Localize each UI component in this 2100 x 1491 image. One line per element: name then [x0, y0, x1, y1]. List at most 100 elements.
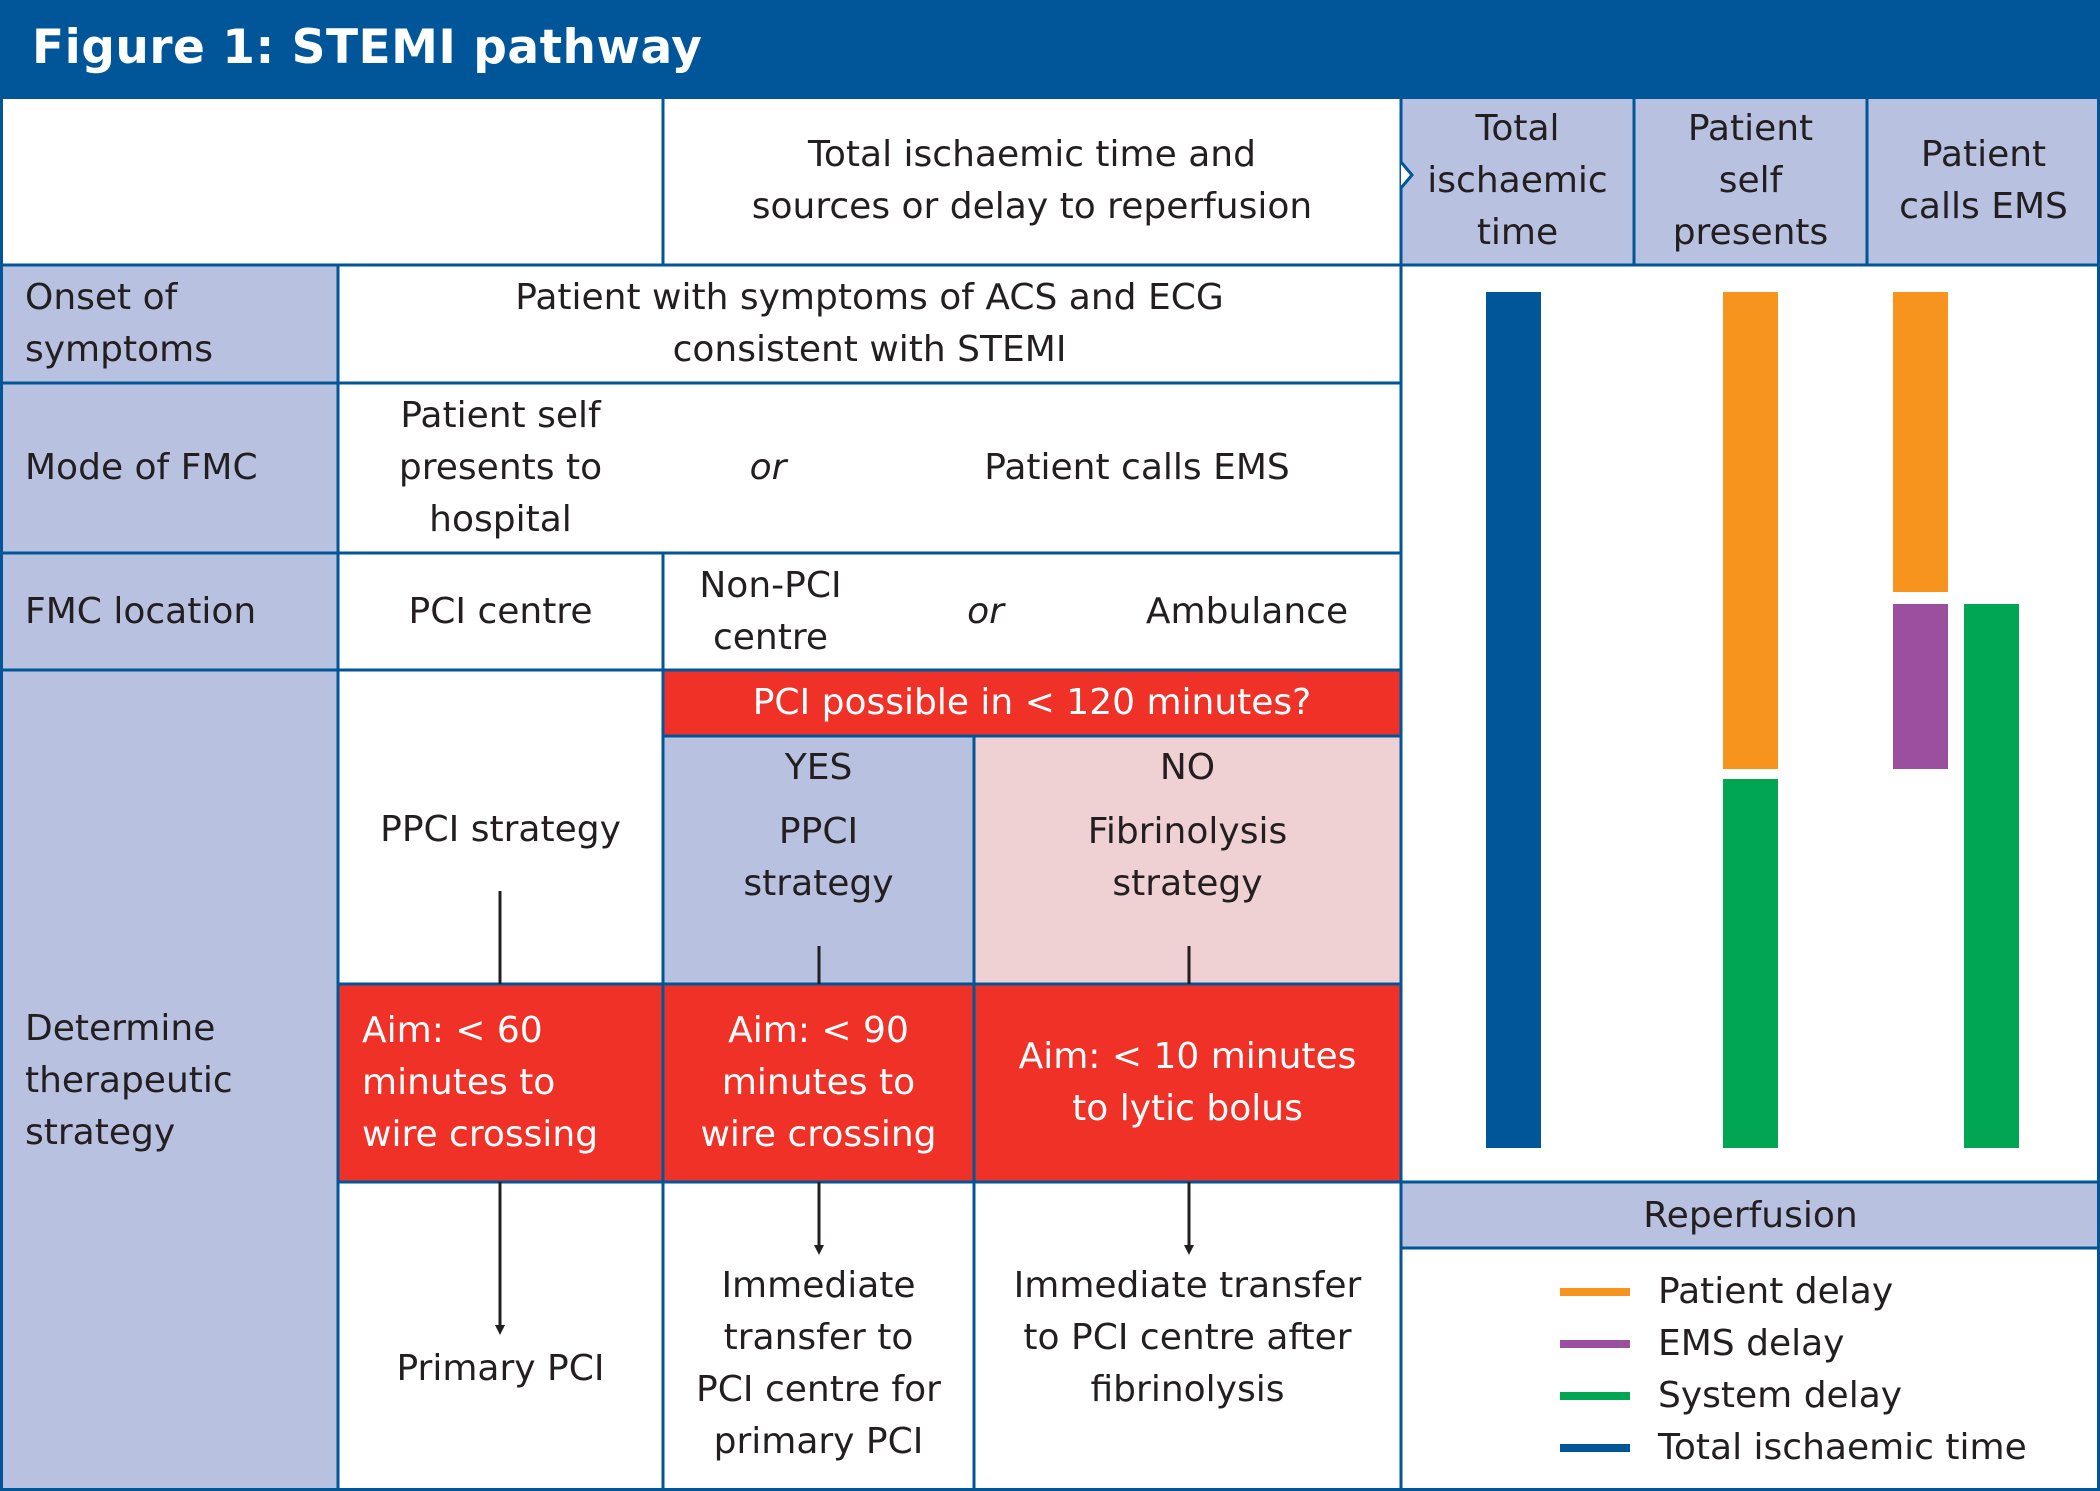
text-line: strategy [743, 863, 894, 904]
mode-or: or [663, 383, 873, 553]
location-ambulance: Ambulance [1093, 553, 1401, 670]
text-lines: Patient calls EMS [1899, 129, 2068, 233]
text-line: time [1476, 211, 1559, 253]
header-patient-calls-ems: Patient calls EMS [1867, 96, 2100, 265]
text-line: strategy [25, 1111, 176, 1153]
legend-swatch-patient-delay [1560, 1288, 1630, 1296]
text-line: Patient with symptoms of ACS and ECG [515, 277, 1224, 318]
text-line: transfer to [723, 1317, 914, 1358]
outcome-transfer-primary-pci: Immediate transfer to PCI centre for primar… [663, 1182, 974, 1491]
text-line: Immediate transfer [1013, 1265, 1362, 1306]
text-line: Total [1475, 107, 1560, 149]
text-lines: Determine therapeutic strategy [25, 1003, 233, 1159]
text-line: minutes to [721, 1062, 916, 1103]
yes-ppci-strategy: PPCI strategy [743, 806, 893, 910]
legend-swatch-ems-delay [1560, 1340, 1630, 1348]
yes-label: YES [784, 747, 853, 788]
bar-ems-ems-delay [1893, 604, 1948, 769]
text-line: Aim: < 10 minutes [1018, 1036, 1357, 1077]
text-line: Non-PCI [699, 564, 842, 606]
aim-60-minutes: Aim: < 60 minutes to wire crossing [338, 984, 663, 1182]
text-line: Total ischaemic time and [808, 133, 1256, 175]
text-lines: Aim: < 90 minutes to wire crossing [700, 1005, 936, 1161]
header-total-ischaemic-time: Total ischaemic time [1401, 96, 1634, 265]
text-lines: PPCI strategy [743, 806, 893, 910]
location-or: or [878, 553, 1093, 670]
figure-title: Figure 1: STEMI pathway [32, 20, 703, 75]
location-pci-centre: PCI centre [338, 553, 663, 670]
text-line: Immediate [721, 1265, 916, 1306]
table-grid [0, 96, 2100, 1491]
text-lines: Immediate transfer to PCI centre after fib… [1014, 1260, 1362, 1416]
header-empty-cell [0, 96, 663, 265]
text-line: to PCI centre after [1023, 1317, 1352, 1358]
mode-self-presents: Patient self presents to hospital [338, 383, 663, 553]
legend-label-patient-delay: Patient delay [1658, 1271, 1894, 1312]
label-fmc-location: FMC location [0, 553, 338, 670]
legend-swatch-total-ischaemic-time [1560, 1444, 1630, 1452]
text-line: wire crossing [700, 1114, 937, 1155]
text-lines: Total ischaemic time and sources or delay… [752, 129, 1312, 233]
bar-ems-system-delay [1964, 604, 2019, 1148]
text-line: Patient [1920, 133, 2047, 175]
bar-total-ischaemic-time [1486, 292, 1541, 1148]
text-lines: Non-PCI centre [699, 560, 841, 664]
legend-label-total-ischaemic-time: Total ischaemic time [1658, 1427, 2027, 1468]
text-lines: Patient with symptoms of ACS and ECG cons… [515, 272, 1224, 376]
text-lines: Patient self presents [1673, 103, 1829, 259]
reperfusion-band: Reperfusion [1401, 1183, 2100, 1248]
text-line: wire crossing [362, 1114, 599, 1155]
text-line: fibrinolysis [1090, 1369, 1285, 1410]
header-patient-self-presents: Patient self presents [1634, 96, 1867, 265]
text-line: Patient self [400, 395, 601, 436]
header-main: Total ischaemic time and sources or delay… [663, 96, 1401, 265]
text-line: ischaemic [1427, 159, 1608, 201]
onset-description: Patient with symptoms of ACS and ECG cons… [338, 265, 1401, 383]
text-line: primary PCI [713, 1421, 924, 1462]
text-line: PPCI [778, 811, 859, 852]
legend-label-system-delay: System delay [1658, 1375, 1903, 1416]
text-line: presents to [398, 447, 603, 488]
text-line: Aim: < 90 [728, 1010, 909, 1051]
text-line: therapeutic [25, 1059, 233, 1101]
text-line: presents [1672, 211, 1829, 253]
text-line: self [1718, 159, 1783, 201]
bar-ems-patient-delay [1893, 292, 1948, 592]
text-line: consistent with STEMI [672, 329, 1067, 370]
bar-self-patient-delay [1723, 292, 1778, 769]
title-bar [0, 0, 2100, 96]
text-lines: Aim: < 60 minutes to wire crossing [362, 1005, 598, 1161]
text-line: strategy [1112, 863, 1263, 904]
text-line: calls EMS [1899, 185, 2068, 227]
pci-question-banner: PCI possible in < 120 minutes? [663, 670, 1401, 736]
label-onset-of-symptoms: Onset of symptoms [0, 265, 338, 383]
text-line: centre [712, 616, 828, 658]
no-label: NO [1159, 747, 1216, 788]
text-line: Aim: < 60 [362, 1010, 543, 1051]
text-line: Patient [1687, 107, 1814, 149]
header-notch [1399, 161, 1414, 189]
text-line: Determine [25, 1007, 216, 1049]
yes-branch: YES PPCI strategy [663, 736, 974, 984]
bar-self-system-delay [1723, 779, 1778, 1148]
label-mode-of-fmc: Mode of FMC [0, 383, 338, 553]
text-line: Onset of [25, 277, 178, 318]
text-line: PCI centre for [696, 1369, 941, 1410]
label-determine-strategy: Determine therapeutic strategy [0, 670, 338, 1491]
text-line: sources or delay to reperfusion [751, 185, 1313, 227]
flow-arrows [495, 891, 1194, 1335]
text-lines: Total ischaemic time [1427, 103, 1607, 259]
text-line: minutes to [362, 1062, 556, 1103]
legend-label-ems-delay: EMS delay [1658, 1323, 1845, 1364]
text-line: hospital [429, 499, 572, 540]
text-line: symptoms [25, 329, 213, 370]
text-lines: Patient self presents to hospital [399, 390, 602, 546]
text-lines: Immediate transfer to PCI centre for primar… [696, 1260, 941, 1468]
